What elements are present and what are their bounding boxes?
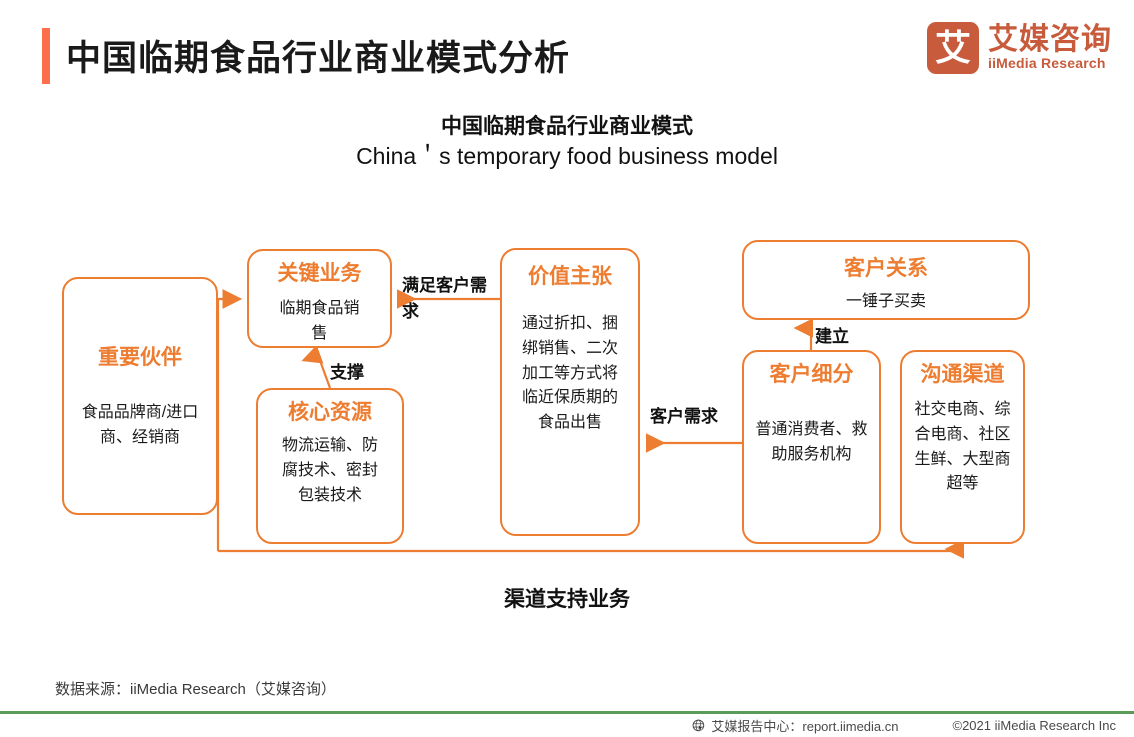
node-partners[interactable]: 重要伙伴 食品品牌商/进口商、经销商 xyxy=(62,277,218,515)
edge-label-customer-demand: 客户需求 xyxy=(650,407,718,426)
report-center-text: 艾媒报告中心：report.iimedia.cn xyxy=(711,719,899,734)
node-customer-relations[interactable]: 客户关系 一锤子买卖 xyxy=(742,240,1030,320)
logo-name-en: iiMedia Research xyxy=(988,55,1106,72)
copyright-text: ©2021 iiMedia Research Inc xyxy=(952,718,1117,733)
report-center-link[interactable]: 艾媒报告中心：report.iimedia.cn xyxy=(692,716,899,735)
node-key-business-title: 关键业务 xyxy=(277,262,362,285)
brand-logo: 艾 艾媒咨询 iiMedia Research xyxy=(927,22,1112,74)
node-core-resources[interactable]: 核心资源 物流运输、防腐技术、密封包装技术 xyxy=(256,388,404,544)
node-customer-segments[interactable]: 客户细分 普通消费者、救助服务机构 xyxy=(742,350,881,544)
node-value-proposition[interactable]: 价值主张 通过折扣、捆绑销售、二次加工等方式将临近保质期的食品出售 xyxy=(500,248,640,536)
node-value-proposition-title: 价值主张 xyxy=(528,265,612,288)
node-key-business-body: 临期食品销售 xyxy=(279,300,360,342)
node-channels[interactable]: 沟通渠道 社交电商、综合电商、社区生鲜、大型商超等 xyxy=(900,350,1025,544)
data-source: 数据来源：iiMedia Research（艾媒咨询） xyxy=(55,681,336,698)
node-customer-segments-title: 客户细分 xyxy=(769,363,854,386)
page-title: 中国临期食品行业商业模式分析 xyxy=(66,39,571,78)
node-customer-segments-body: 普通消费者、救助服务机构 xyxy=(755,421,868,463)
chart-subtitle-cn: 中国临期食品行业商业模式 xyxy=(441,115,693,138)
footer-divider xyxy=(0,711,1134,714)
edge-label-satisfy-demand: 满足客户需求 xyxy=(402,276,487,322)
node-customer-relations-body: 一锤子买卖 xyxy=(845,293,926,310)
logo-name-cn: 艾媒咨询 xyxy=(988,22,1112,56)
edge-label-channel-support: 渠道支持业务 xyxy=(504,588,630,611)
node-partners-body: 食品品牌商/进口商、经销商 xyxy=(81,404,199,446)
node-channels-body: 社交电商、综合电商、社区生鲜、大型商超等 xyxy=(914,401,1011,493)
node-channels-title: 沟通渠道 xyxy=(920,363,1005,386)
edge-label-support: 支撑 xyxy=(330,363,364,382)
logo-mark-icon: 艾 xyxy=(927,22,979,74)
node-key-business[interactable]: 关键业务 临期食品销售 xyxy=(247,249,392,348)
footer-bar: 艾媒报告中心：report.iimedia.cn ©2021 iiMedia R… xyxy=(0,714,1134,737)
node-core-resources-title: 核心资源 xyxy=(288,401,372,424)
title-accent-bar xyxy=(42,28,50,84)
logo-text: 艾媒咨询 iiMedia Research xyxy=(988,24,1112,72)
node-partners-title: 重要伙伴 xyxy=(98,346,182,370)
chart-subtitle-en: China＇s temporary food business model xyxy=(356,143,778,169)
edge-label-establish: 建立 xyxy=(815,327,849,346)
node-customer-relations-title: 客户关系 xyxy=(844,257,928,280)
node-value-proposition-body: 通过折扣、捆绑销售、二次加工等方式将临近保质期的食品出售 xyxy=(521,315,618,432)
node-core-resources-body: 物流运输、防腐技术、密封包装技术 xyxy=(281,437,378,504)
globe-cursor-icon xyxy=(692,719,705,731)
